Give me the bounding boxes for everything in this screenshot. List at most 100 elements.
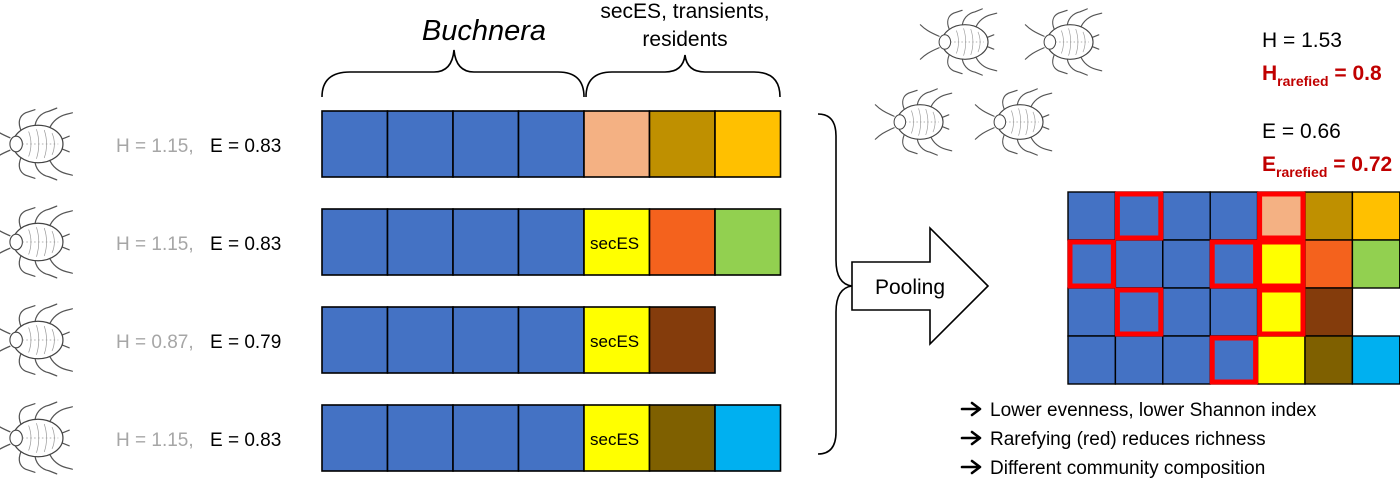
pooled-cell [1256,335,1306,385]
pooled-cell [1067,335,1117,385]
other-taxon-cell [714,208,782,276]
pooled-cell [1351,191,1400,241]
buchnera-cell [517,110,585,178]
pooled-e: E = 0.66 [1262,120,1341,143]
buchnera-cell [386,404,454,472]
rarefied-highlight-box [1257,239,1306,289]
buchnera-cell [452,110,520,178]
pooled-cell [1209,239,1259,289]
pooled-cell [1209,191,1259,241]
pooled-e-rarefied-subscript: rarefied [1276,164,1327,180]
aphid-icon [919,8,998,76]
others-label-line2: residents [642,28,727,51]
pooling-brace [817,113,853,455]
other-taxon-cell [648,404,716,472]
pooled-h-rarefied-value: = 0.8 [1329,62,1382,85]
pooled-cell [1209,335,1259,385]
conclusion-text: Different community composition [990,458,1265,479]
pooled-cell [1162,335,1211,385]
pooled-cell [1256,287,1306,337]
sample-row: H = 1.15, E = 0.83 secES [116,404,782,472]
sample-e: E = 0.83 [210,136,281,157]
sample-h: H = 0.87, [116,332,194,353]
pooled-cell [1304,191,1354,241]
conclusion-text: Rarefying (red) reduces richness [990,429,1266,450]
rarefied-highlight-box [1209,239,1259,289]
secES-cell-label: secES [590,430,639,449]
other-taxon-cell [583,306,651,374]
pooled-cell [1256,191,1306,241]
buchnera-label: Buchnera [422,15,546,47]
buchnera-cell [321,208,389,276]
buchnera-cell [452,404,520,472]
rarefied-highlights [1067,191,1306,385]
pooled-h: H = 1.53 [1262,29,1342,52]
pooled-cell [1351,239,1400,289]
secES-cell-label: secES [590,332,639,351]
pooled-cell [1162,239,1211,289]
aphid-icon [0,107,73,181]
secES-cell-label: secES [590,234,639,253]
other-taxon-cell [583,208,651,276]
buchnera-cell [321,404,389,472]
aphid-icon [974,88,1053,156]
pooled-cell [1162,287,1211,337]
pooled-cell [1067,287,1117,337]
others-brace [585,54,781,98]
pooled-cell [1209,287,1259,337]
other-taxon-cell [648,208,716,276]
pooled-e-rarefied-value: = 0.72 [1327,153,1392,176]
pooled-cell [1162,191,1211,241]
rarefied-highlight-box [1257,191,1306,241]
sample-h: H = 1.15, [116,430,194,451]
pooling-arrow-icon [851,226,990,346]
sample-e: E = 0.79 [210,332,281,353]
aphid-icon [0,205,73,279]
buchnera-cell [452,306,520,374]
pooled-cell [1067,191,1117,241]
pooled-cell [1304,239,1354,289]
pooled-cell [1304,335,1354,385]
rarefied-highlight-box [1209,335,1259,385]
sample-h: H = 1.15, [116,234,194,255]
arrow-right-icon [960,459,982,475]
other-taxon-cell [583,404,651,472]
arrow-right-icon [960,430,982,446]
arrow-right-icon [960,401,982,417]
sample-e: E = 0.83 [210,430,281,451]
pooled-cell [1114,335,1164,385]
pooled-cell [1304,287,1354,337]
buchnera-cell [386,306,454,374]
sample-row: H = 1.15,E = 0.83 [116,110,782,178]
pooled-h-rarefied: Hrarefied = 0.8 [1262,62,1382,89]
buchnera-cell [321,110,389,178]
buchnera-cell [452,208,520,276]
buchnera-cell [386,208,454,276]
pooled-cell [1114,239,1164,289]
pooled-cell [1114,191,1164,241]
rarefied-highlight-box [1257,287,1306,337]
pooled-h-rarefied-subscript: rarefied [1277,73,1328,89]
buchnera-brace [321,49,585,98]
pooled-h-rarefied-symbol: H [1262,62,1277,85]
other-taxon-cell [714,110,782,178]
rarefied-highlight-box [1114,287,1164,337]
buchnera-cell [517,404,585,472]
other-taxon-cell [714,404,782,472]
buchnera-cell [517,208,585,276]
conclusion-item: Different community composition [960,458,1265,479]
conclusions: Lower evenness, lower Shannon indexRaref… [960,400,1317,479]
aphid-icon [0,303,73,377]
conclusion-item: Rarefying (red) reduces richness [960,429,1266,450]
buchnera-cell [321,306,389,374]
pooled-cell [1256,239,1306,289]
rarefied-highlight-box [1114,191,1164,241]
pooled-cell [1114,287,1164,337]
aphid-icon [0,401,73,475]
pooling-label: Pooling [875,276,945,299]
other-taxon-cell [648,306,716,374]
pooled-e-rarefied-symbol: E [1262,153,1276,176]
